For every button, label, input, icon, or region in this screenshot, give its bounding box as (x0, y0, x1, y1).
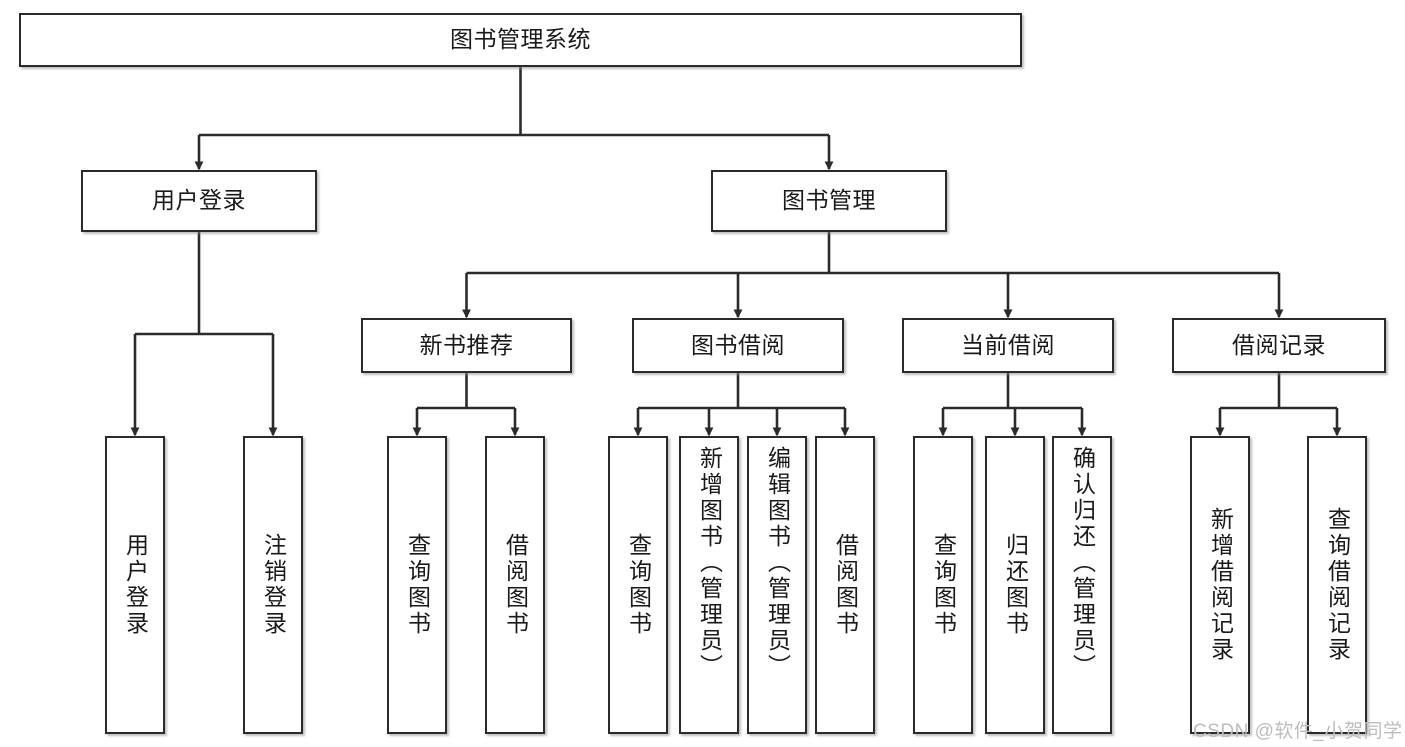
csdn-watermark: CSDN @软件_小贺同学 (1193, 721, 1403, 742)
node-label: 图书管理系统 (450, 26, 591, 53)
node-root[interactable]: 图书管理系统 (19, 13, 1022, 67)
node-leaf-query-book-1[interactable]: 查询图书 (387, 436, 447, 734)
node-leaf-edit-book[interactable]: 编辑图书（管理员） (747, 436, 807, 734)
node-new-book-rec[interactable]: 新书推荐 (361, 318, 572, 373)
node-label: 图书管理 (782, 187, 876, 214)
node-book-manage[interactable]: 图书管理 (711, 170, 947, 232)
node-label: 借阅图书 (832, 533, 859, 637)
node-label: 确认归还（管理员） (1069, 446, 1096, 680)
node-label: 图书借阅 (691, 331, 785, 358)
node-leaf-return-book[interactable]: 归还图书 (985, 436, 1045, 734)
node-leaf-add-book[interactable]: 新增图书（管理员） (679, 436, 739, 734)
node-user-login[interactable]: 用户登录 (81, 170, 317, 232)
node-label: 注销登录 (260, 533, 287, 637)
node-current-borrow[interactable]: 当前借阅 (902, 318, 1114, 373)
node-borrow-record[interactable]: 借阅记录 (1172, 318, 1386, 373)
node-label: 查询图书 (930, 533, 957, 637)
node-label: 用户登录 (122, 533, 149, 637)
node-leaf-query-book-2[interactable]: 查询图书 (608, 436, 668, 734)
node-leaf-query-record[interactable]: 查询借阅记录 (1307, 436, 1367, 734)
node-book-borrow[interactable]: 图书借阅 (632, 318, 844, 373)
node-label: 归还图书 (1002, 533, 1029, 637)
node-leaf-borrow-book-1[interactable]: 借阅图书 (485, 436, 545, 734)
node-leaf-query-book-3[interactable]: 查询图书 (913, 436, 973, 734)
node-label: 查询借阅记录 (1324, 507, 1351, 663)
node-label: 查询图书 (404, 533, 431, 637)
node-leaf-user-login[interactable]: 用户登录 (105, 436, 165, 734)
node-label: 借阅记录 (1232, 331, 1326, 358)
node-label: 编辑图书（管理员） (764, 446, 791, 680)
node-label: 新书推荐 (419, 331, 514, 358)
node-leaf-confirm-return[interactable]: 确认归还（管理员） (1052, 436, 1112, 734)
node-label: 新增图书（管理员） (696, 446, 723, 680)
node-leaf-add-record[interactable]: 新增借阅记录 (1190, 436, 1250, 734)
node-label: 用户登录 (152, 187, 246, 214)
node-label: 借阅图书 (502, 533, 529, 637)
node-label: 当前借阅 (961, 331, 1055, 358)
node-leaf-logout[interactable]: 注销登录 (243, 436, 303, 734)
node-label: 查询图书 (625, 533, 652, 637)
node-leaf-borrow-book-2[interactable]: 借阅图书 (815, 436, 875, 734)
node-label: 新增借阅记录 (1207, 507, 1234, 663)
